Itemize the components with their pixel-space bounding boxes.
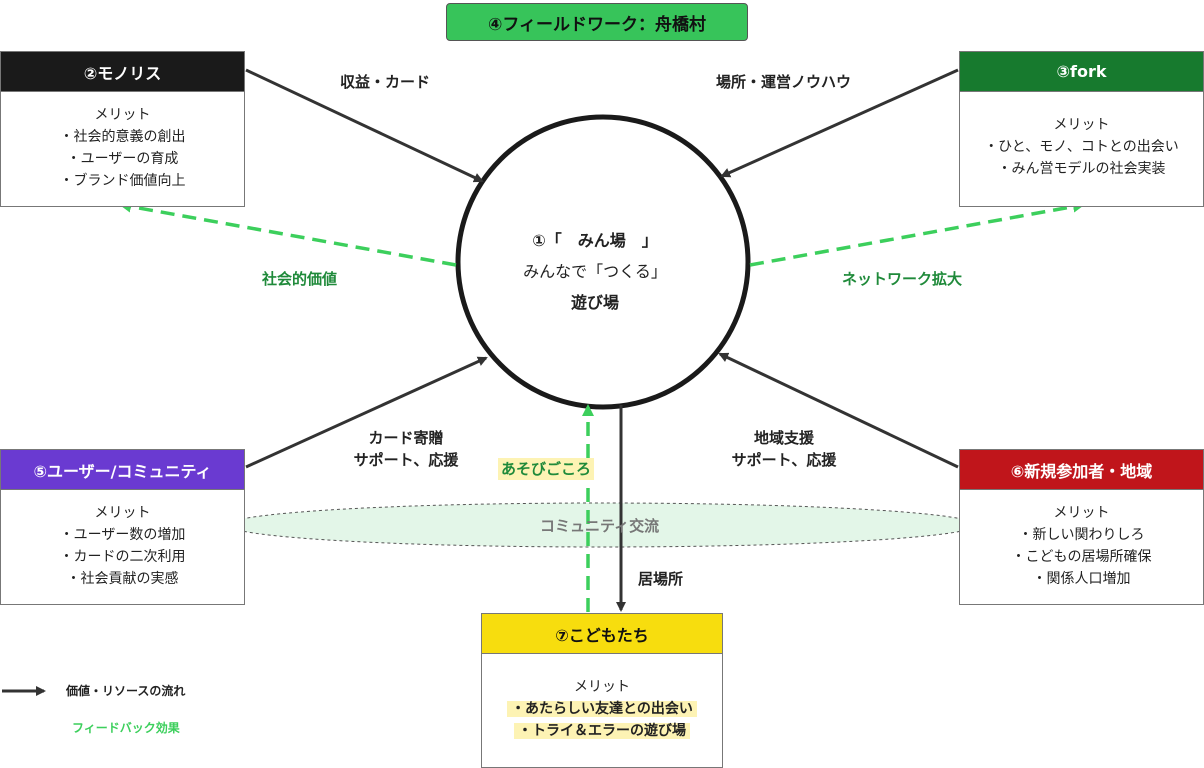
merit-label: メリット — [94, 107, 151, 123]
card-fork-body: メリット ・ひと、モノ、コトとの出会い ・みん営モデルの社会実装 — [960, 92, 1203, 180]
center-line-2: みんなで「つくる」 — [523, 262, 667, 281]
card-monoris-body: メリット ・社会的意義の創出 ・ユーザーの育成 ・ブランド価値向上 — [1, 92, 244, 192]
merit-item: ・みん営モデルの社会実装 — [997, 161, 1166, 177]
feedback-label-monoris: 社会的価値 — [262, 270, 338, 288]
merit-item: ・ユーザーの育成 — [66, 151, 179, 167]
card-newcomers-body: メリット ・新しい関わりしろ ・こどもの居場所確保 ・関係人口増加 — [960, 490, 1203, 590]
fieldwork-title: ④フィールドワーク：舟橋村 — [446, 3, 748, 41]
center-line-1: ①「 みん場 」 — [532, 231, 658, 250]
edge-label-newcomers-line2: サポート、応援 — [731, 451, 837, 469]
center-label: ①「 みん場 」 みんなで「つくる」 遊び場 — [490, 225, 700, 318]
card-kids-body: メリット ・あたらしい友達との出会い ・トライ＆エラーの遊び場 — [482, 654, 722, 742]
card-users: ⑤ユーザー/コミュニティ メリット ・ユーザー数の増加 ・カードの二次利用 ・社… — [0, 449, 245, 605]
edge-label-users: カード寄贈 サポート、応援 — [346, 427, 466, 471]
merit-item: ・関係人口増加 — [1032, 571, 1131, 587]
merit-label: メリット — [1053, 117, 1110, 133]
arrow-fork-to-center — [720, 68, 959, 178]
arrow-users-to-center — [245, 356, 488, 469]
card-fork: ③fork メリット ・ひと、モノ、コトとの出会い ・みん営モデルの社会実装 — [959, 51, 1204, 207]
edge-label-monoris: 収益・カード — [340, 73, 431, 91]
card-fork-header: ③fork — [960, 52, 1203, 92]
arrow-monoris-to-center — [245, 68, 484, 183]
edge-label-newcomers: 地域支援 サポート、応援 — [724, 427, 844, 471]
feedback-label-fork: ネットワーク拡大 — [842, 270, 963, 288]
center-line-3: 遊び場 — [570, 293, 619, 312]
card-newcomers: ⑥新規参加者・地域 メリット ・新しい関わりしろ ・こどもの居場所確保 ・関係人… — [959, 449, 1204, 605]
edge-label-users-line1: カード寄贈 — [368, 429, 444, 447]
edge-label-users-line2: サポート、応援 — [353, 451, 459, 469]
merit-label: メリット — [94, 505, 151, 521]
merit-item: ・社会的意義の創出 — [59, 129, 186, 145]
feedback-label-kids: あそびごころ — [498, 458, 595, 480]
card-newcomers-header: ⑥新規参加者・地域 — [960, 450, 1203, 490]
card-monoris-header: ②モノリス — [1, 52, 244, 92]
center-circle — [455, 114, 751, 410]
legend-feedback-label: フィードバック効果 — [72, 721, 180, 735]
edge-label-fork: 場所・運営ノウハウ — [716, 73, 852, 91]
merit-item: ・ユーザー数の増加 — [59, 527, 186, 543]
merit-item: ・トライ＆エラーの遊び場 — [482, 720, 722, 742]
merit-item: ・新しい関わりしろ — [1018, 527, 1145, 543]
arrow-newcomers-to-center — [718, 352, 959, 469]
card-monoris: ②モノリス メリット ・社会的意義の創出 ・ユーザーの育成 ・ブランド価値向上 — [0, 51, 245, 207]
legend-flow-label: 価値・リソースの流れ — [66, 684, 186, 698]
merit-item: ・カードの二次利用 — [59, 549, 186, 565]
merit-label: メリット — [574, 679, 630, 695]
merit-item: ・ブランド価値向上 — [59, 173, 186, 189]
feedback-arrow-monoris — [119, 200, 457, 267]
merit-item-text: ・トライ＆エラーの遊び場 — [514, 723, 690, 739]
card-users-header: ⑤ユーザー/コミュニティ — [1, 450, 244, 490]
card-kids: ⑦こどもたち メリット ・あたらしい友達との出会い ・トライ＆エラーの遊び場 — [481, 613, 723, 768]
merit-item: ・こどもの居場所確保 — [1011, 549, 1152, 565]
merit-item-text: ・あたらしい友達との出会い — [507, 701, 697, 717]
merit-label: メリット — [1053, 505, 1110, 521]
merit-item: ・ひと、モノ、コトとの出会い — [984, 139, 1179, 155]
community-label: コミュニティ交流 — [540, 517, 660, 535]
card-kids-header: ⑦こどもたち — [482, 614, 722, 654]
merit-item: ・あたらしい友達との出会い — [482, 698, 722, 720]
merit-item: ・社会貢献の実感 — [66, 571, 179, 587]
feedback-arrow-fork — [749, 200, 1085, 267]
card-users-body: メリット ・ユーザー数の増加 ・カードの二次利用 ・社会貢献の実感 — [1, 490, 244, 590]
edge-label-kids: 居場所 — [638, 570, 684, 588]
edge-label-newcomers-line1: 地域支援 — [753, 429, 814, 447]
